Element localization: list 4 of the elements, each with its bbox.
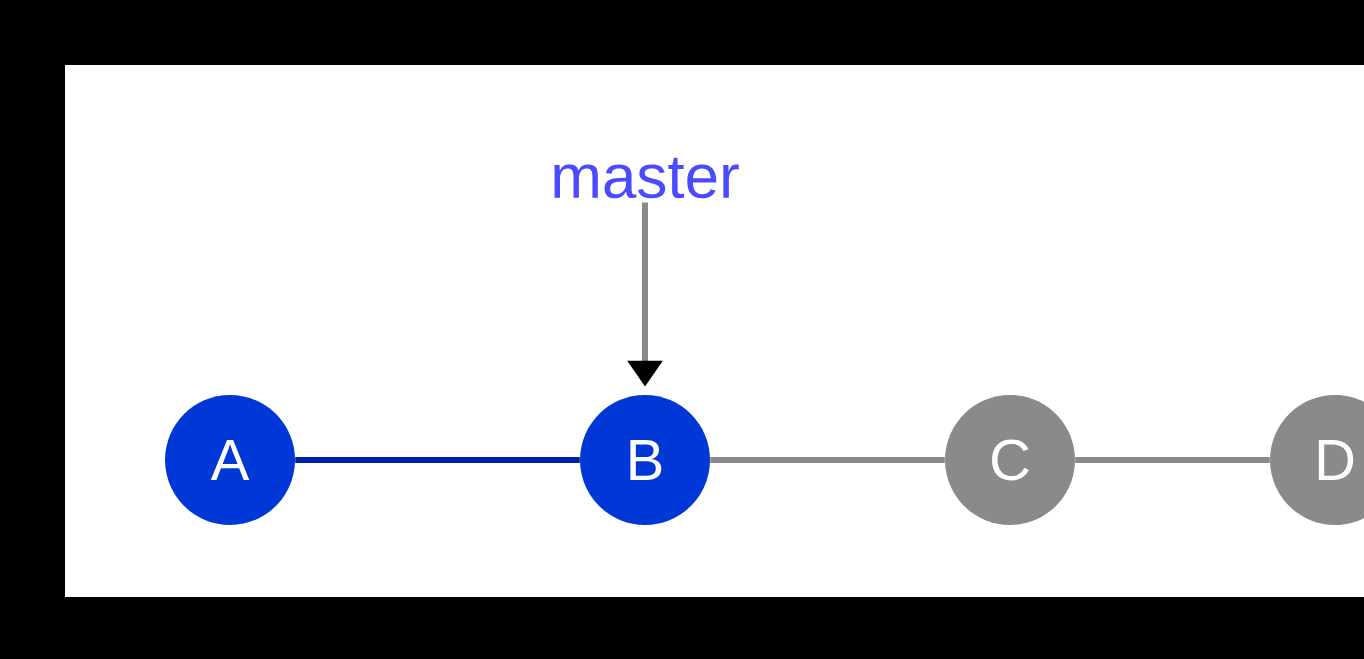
connector-line — [710, 457, 945, 463]
branch-label: master — [554, 157, 739, 199]
connector-line — [1075, 457, 1270, 463]
connector-line — [295, 457, 580, 463]
